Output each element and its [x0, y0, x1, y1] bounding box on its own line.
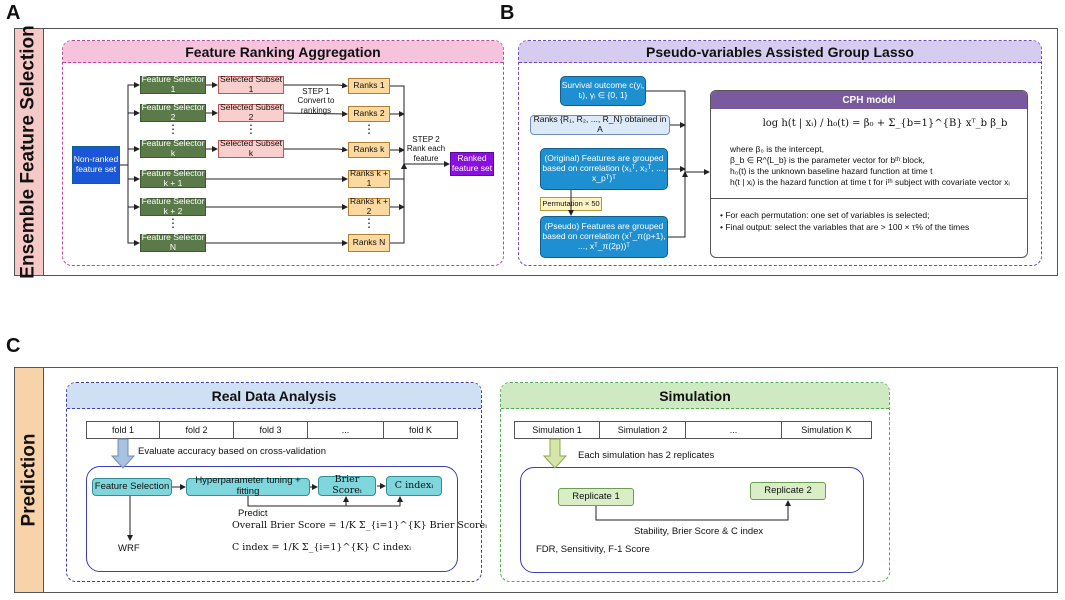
where-line-0: where β₀ is the intercept, [730, 144, 824, 154]
where-line-2: h₀(t) is the unknown baseline hazard fun… [730, 166, 933, 176]
predict-label: Predict [238, 508, 268, 519]
step2-label: STEP 2 Rank each feature [406, 135, 446, 163]
pseudo-features: (Pseudo) Features are grouped based on c… [540, 216, 668, 258]
selected-subset-2: Selected Subset 2 [218, 102, 284, 122]
ranks-obtained: Ranks {R₁, R₂, ..., R_N} obtained in A [530, 114, 670, 135]
feature-selector-k: Feature Selector k [140, 138, 206, 158]
replicate-1: Replicate 1 [558, 488, 634, 506]
step1-label: STEP 1 Convert to rankings [297, 87, 335, 115]
panel-label-a: A [6, 2, 21, 24]
selected-subset-1: Selected Subset 1 [218, 74, 284, 94]
stability-text: Stability, Brier Score & C index [634, 526, 764, 537]
selected-subset-k: Selected Subset k [218, 138, 284, 158]
hyperparameter-box: Hyperparameter tuning + fitting [186, 475, 310, 497]
sidebar-prediction: Prediction [14, 367, 44, 593]
brier-score-box: Brier Scoreᵢ [318, 474, 376, 496]
original-features: (Original) Features are grouped based on… [540, 148, 668, 190]
fold-ellipsis: ... [308, 421, 384, 439]
feature-selector-n: Feature Selector N [140, 232, 206, 252]
simulation-2: Simulation 2 [600, 421, 686, 439]
simulation-ellipsis: ... [686, 421, 782, 439]
simulation-k: Simulation K [782, 421, 872, 439]
real-data-box [66, 382, 482, 582]
panel-b-box [518, 40, 1042, 266]
ellipsis-subsets: ⋮ [245, 122, 257, 137]
panel-label-c: C [6, 335, 21, 357]
simulation-box [500, 382, 890, 582]
bullet-0: • For each permutation: one set of varia… [720, 210, 930, 220]
overall-c-index: C index = 1/K Σ_{i=1}^{K} C indexᵢ [232, 542, 412, 553]
ellipsis-selectors-2: ⋮ [167, 216, 179, 231]
panel-label-b: B [500, 2, 515, 24]
ranks-2: Ranks 2 [348, 106, 390, 122]
cph-model-box [710, 90, 1028, 258]
panel-a-title: Feature Ranking Aggregation [63, 41, 503, 63]
ranked-feature-set: Ranked feature set [450, 152, 494, 176]
real-data-title: Real Data Analysis [67, 383, 481, 409]
bullet-1-text: Final output: select the variables that … [725, 222, 970, 232]
cv-box [86, 466, 458, 572]
ranks-k1: Ranks k + 1 [348, 168, 390, 188]
ranks-k: Ranks k [348, 142, 390, 158]
replicate-2: Replicate 2 [750, 482, 826, 500]
replicate-box [520, 467, 864, 573]
non-ranked-feature-set: Non-ranked feature set [72, 146, 120, 184]
simulation-title: Simulation [501, 383, 889, 409]
feature-selector-k2: Feature Selector k + 2 [140, 196, 206, 216]
feature-selector-k1: Feature Selector k + 1 [140, 168, 206, 188]
where-line-3: h(t | xᵢ) is the hazard function at time… [730, 177, 1010, 187]
survival-outcome: Survival outcome c(yᵢ, tᵢ), γᵢ ∈ {0, 1} [560, 76, 646, 106]
cph-equation: log h(t | xᵢ) / h₀(t) = β₀ + Σ_{b=1}^{B}… [762, 118, 1008, 129]
ranks-k2: Ranks k + 2 [348, 196, 390, 216]
bullet-1: • Final output: select the variables tha… [720, 222, 970, 232]
feature-selector-2: Feature Selector 2 [140, 102, 206, 122]
wrf-label: WRF [118, 543, 140, 554]
sidebar-ensemble: Ensemble Feature Selection [14, 25, 44, 279]
ranks-n: Ranks N [348, 234, 390, 252]
ellipsis-ranks: ⋮ [363, 122, 375, 137]
fold-2: fold 2 [160, 421, 234, 439]
panel-a-box [62, 40, 504, 266]
each-simulation-text: Each simulation has 2 replicates [578, 450, 715, 461]
ranks-1: Ranks 1 [348, 78, 390, 94]
fold-3: fold 3 [234, 421, 308, 439]
panel-b-title: Pseudo-variables Assisted Group Lasso [519, 41, 1041, 63]
evaluate-text: Evaluate accuracy based on cross-validat… [138, 446, 326, 457]
fold-k: fold K [384, 421, 458, 439]
where-line-1: β_b ∈ R^{L_b} is the parameter vector fo… [730, 155, 925, 165]
feature-selector-1: Feature Selector 1 [140, 74, 206, 94]
overall-brier: Overall Brier Score = 1/K Σ_{i=1}^{K} Br… [232, 520, 488, 531]
cph-model-title: CPH model [711, 91, 1027, 109]
cph-divider [710, 198, 1028, 199]
c-index-box: C indexᵢ [386, 476, 442, 496]
bullet-0-text: For each permutation: one set of variabl… [725, 210, 930, 220]
ellipsis-ranks-2: ⋮ [363, 216, 375, 231]
ellipsis-selectors: ⋮ [167, 122, 179, 137]
feature-selection-box: Feature Selection [92, 478, 172, 496]
fdr-text: FDR, Sensitivity, F-1 Score [536, 544, 650, 555]
